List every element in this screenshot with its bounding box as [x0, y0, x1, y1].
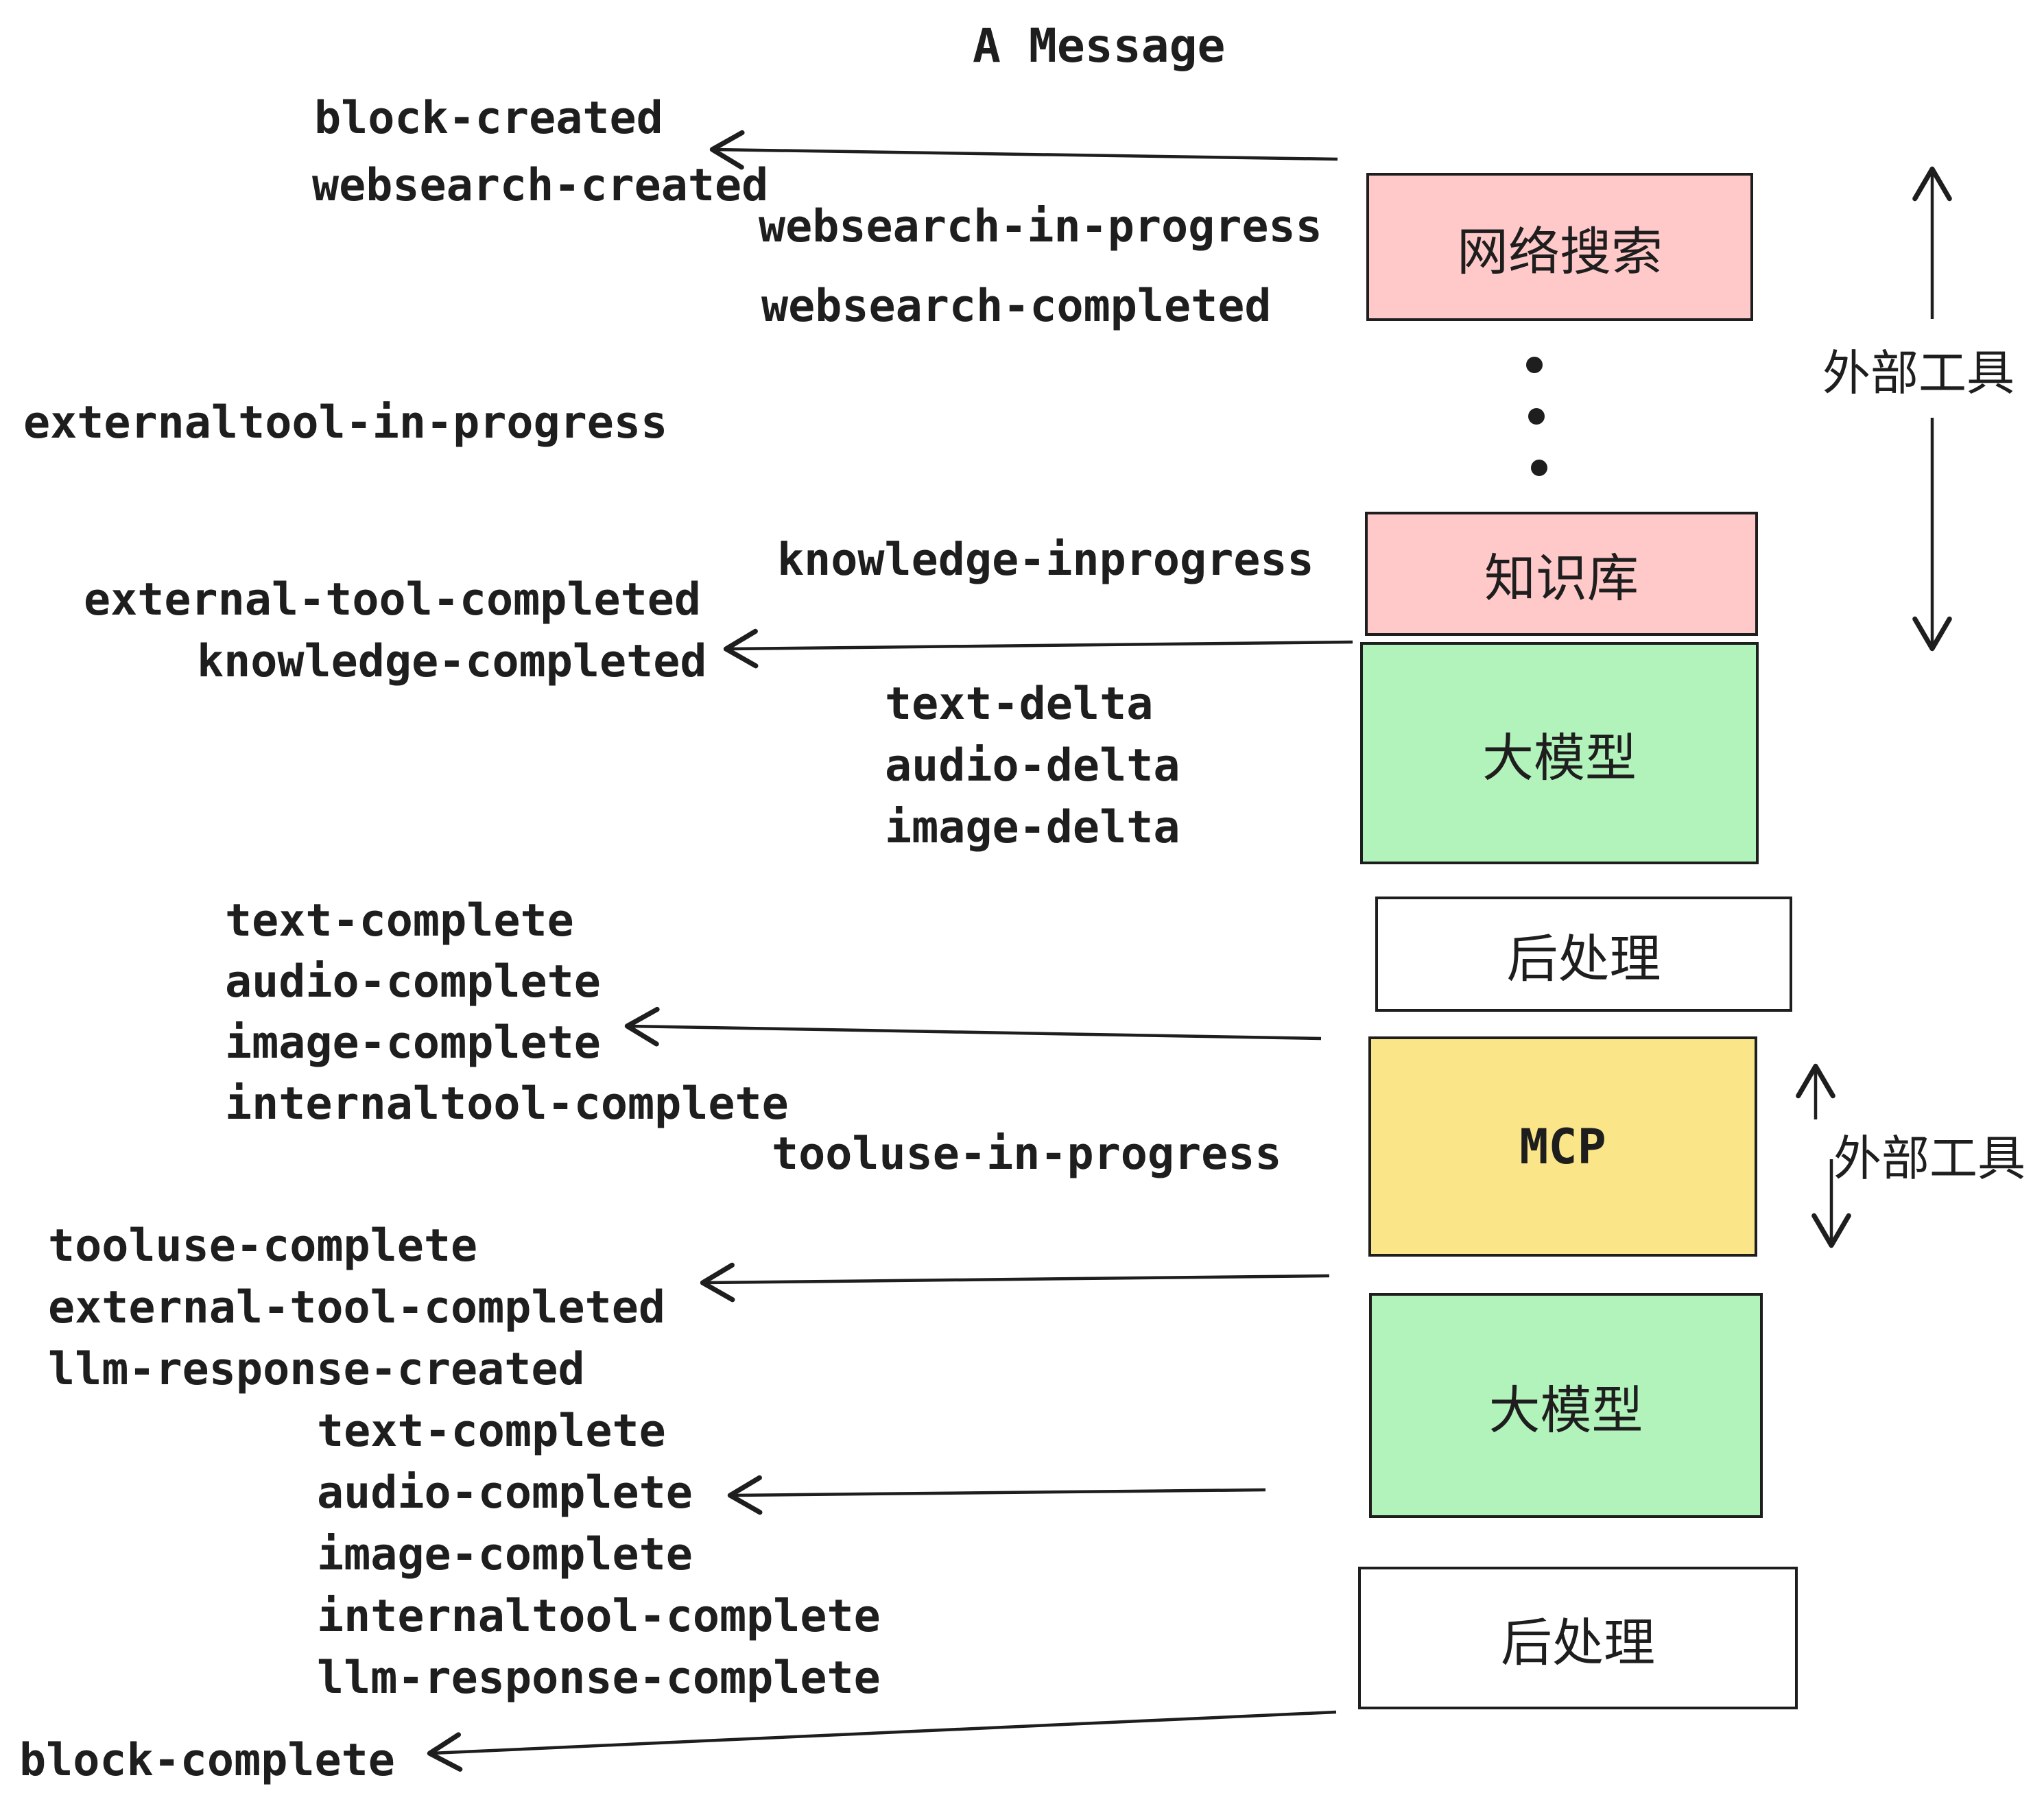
box-websearch: 网络搜索: [1366, 173, 1753, 321]
arrow-audio-complete: [727, 1475, 1266, 1515]
event-text-delta: text-delta: [885, 678, 1154, 730]
event-text-complete-2: text-complete: [317, 1405, 666, 1457]
event-internaltool-complete-2: internaltool-complete: [317, 1591, 881, 1642]
box-postprocess-1: 后处理: [1375, 897, 1792, 1012]
label-external-tools-mcp: 外部工具: [1833, 1132, 2025, 1185]
event-llm-response-created: llm-response-created: [48, 1344, 585, 1395]
event-image-complete: image-complete: [225, 1017, 601, 1069]
arrow-block-websearch-created: [709, 130, 1338, 170]
box-knowledge: 知识库: [1365, 512, 1758, 636]
event-websearch-completed: websearch-completed: [761, 281, 1272, 332]
event-tooluse-in-progress: tooluse-in-progress: [772, 1128, 1282, 1180]
box-mcp: MCP: [1368, 1036, 1757, 1257]
arrow-tooluse-complete: [700, 1262, 1330, 1303]
event-knowledge-completed: knowledge-completed: [197, 636, 707, 687]
event-llm-response-complete: llm-response-complete: [317, 1652, 881, 1704]
event-audio-delta: audio-delta: [885, 740, 1180, 792]
event-block-complete: block-complete: [19, 1735, 395, 1786]
event-external-tool-completed: external-tool-completed: [84, 574, 702, 626]
event-internaltool-complete: internaltool-complete: [225, 1078, 789, 1130]
box-llm-1: 大模型: [1360, 642, 1759, 864]
ellipsis-dot: [1531, 460, 1547, 476]
ellipsis-dot: [1526, 357, 1543, 373]
event-audio-complete: audio-complete: [225, 956, 601, 1008]
event-text-complete: text-complete: [225, 895, 574, 947]
event-image-delta: image-delta: [885, 802, 1180, 853]
event-external-tool-completed-2: external-tool-completed: [48, 1282, 666, 1333]
event-tooluse-complete: tooluse-complete: [48, 1220, 478, 1272]
arrow-internal-complete: [624, 1006, 1322, 1047]
ellipsis-dot: [1528, 408, 1545, 425]
arrow-block-complete: [427, 1710, 1337, 1772]
event-audio-complete-2: audio-complete: [317, 1467, 693, 1519]
diagram-title: A Message: [973, 19, 1226, 73]
event-block-created: block-created: [314, 93, 663, 144]
box-llm-2: 大模型: [1369, 1293, 1763, 1518]
box-postprocess-2: 后处理: [1358, 1567, 1798, 1709]
event-websearch-in-progress: websearch-in-progress: [759, 201, 1322, 252]
event-websearch-created: websearch-created: [312, 160, 769, 211]
event-image-complete-2: image-complete: [317, 1529, 693, 1580]
event-knowledge-inprogress: knowledge-inprogress: [777, 534, 1314, 586]
arrow-knowledge-completed: [723, 628, 1353, 669]
event-externaltool-in-progress: externaltool-in-progress: [23, 397, 668, 449]
label-external-tools-top: 外部工具: [1822, 346, 2015, 400]
